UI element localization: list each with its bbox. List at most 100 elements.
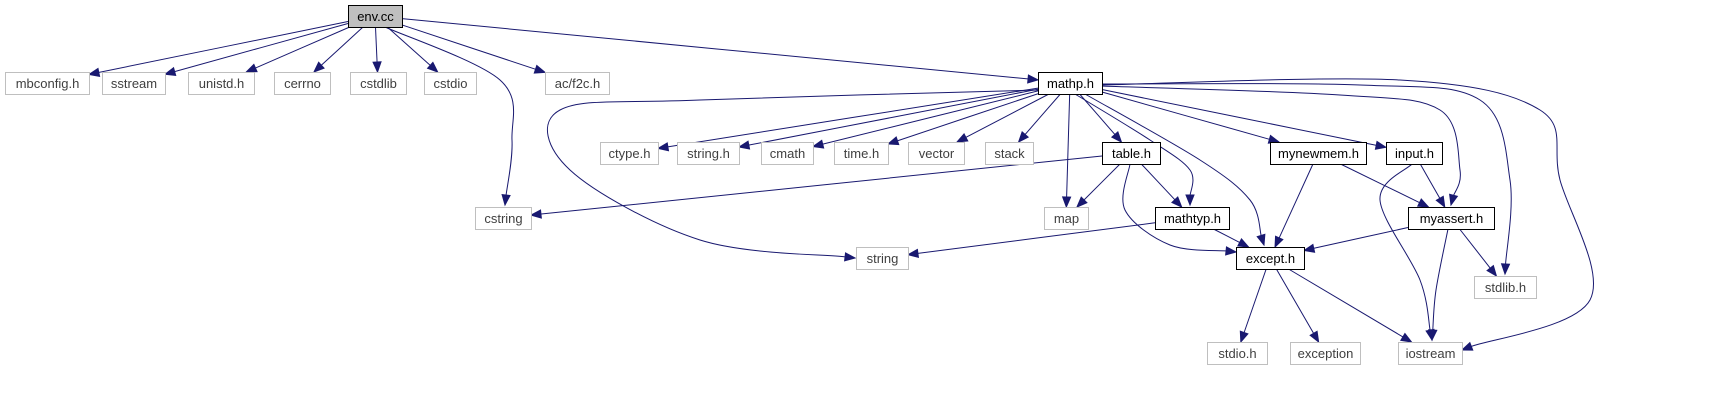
edge-env_cc-to-mbconfig_h [87, 21, 349, 77]
node-string: string [856, 247, 909, 270]
edge-line [1101, 91, 1271, 141]
node-box [856, 247, 909, 270]
node-label: stdio.h [1218, 346, 1256, 361]
edge-mathtyp_h-to-string [906, 222, 1156, 259]
edge-mynewmem_h-to-except_h [1274, 163, 1314, 249]
node-input-h[interactable]: input.h [1386, 142, 1443, 165]
node-box [102, 72, 166, 95]
node-unistd-h: unistd.h [188, 72, 255, 95]
node-ac-f2c-h: ac/f2c.h [545, 72, 610, 95]
node-label: stack [994, 146, 1025, 161]
edge-line [97, 21, 349, 74]
arrowhead-icon [1428, 329, 1438, 342]
node-label: cerrno [284, 76, 321, 91]
node-box [1038, 72, 1103, 95]
node-label: string [867, 251, 899, 266]
edge-line [320, 26, 364, 67]
node-box [985, 142, 1034, 165]
node-ctype-h: ctype.h [600, 142, 659, 165]
node-box [188, 72, 255, 95]
node-box [908, 142, 965, 165]
node-mathtyp-h[interactable]: mathtyp.h [1155, 207, 1230, 230]
node-label: string.h [687, 146, 730, 161]
edge-mathp_h-to-myassert_h [1099, 85, 1461, 207]
edge-table_h-to-cstring [529, 155, 1103, 219]
node-label: except.h [1246, 251, 1295, 266]
edge-line [539, 155, 1103, 215]
arrowhead-icon [811, 139, 825, 149]
arrowhead-icon [1017, 130, 1030, 144]
edge-env_cc-to-mathp_h [401, 18, 1040, 84]
edge-env_cc-to-ac_f2c_h [401, 24, 547, 74]
node-cstring: cstring [475, 207, 532, 230]
node-box [600, 142, 659, 165]
node-mathp-h[interactable]: mathp.h [1038, 72, 1103, 95]
node-box [1474, 276, 1537, 299]
edge-line [1243, 268, 1267, 334]
node-myassert-h[interactable]: myassert.h [1408, 207, 1495, 230]
node-env-cc[interactable]: env.cc [348, 5, 403, 28]
edge-mathp_h-to-mathtyp_h [1074, 93, 1195, 207]
edge-table_h-to-map [1076, 163, 1121, 208]
node-box [1044, 207, 1089, 230]
edge-line [1432, 228, 1449, 332]
node-box [424, 72, 477, 95]
edge-myassert_h-to-stdlib_h [1459, 228, 1498, 278]
arrowhead-icon [955, 132, 969, 143]
node-box [350, 72, 407, 95]
node-box [475, 207, 532, 230]
node-label: table.h [1112, 146, 1151, 161]
node-map: map [1044, 207, 1089, 230]
edge-line [1099, 78, 1595, 348]
node-label: input.h [1395, 146, 1434, 161]
node-label: sstream [111, 76, 157, 91]
node-table-h[interactable]: table.h [1102, 142, 1161, 165]
node-label: cstdio [434, 76, 468, 91]
arrowhead-icon [529, 209, 542, 219]
arrowhead-icon [1239, 330, 1249, 344]
arrowhead-icon [1435, 195, 1446, 209]
node-label: time.h [844, 146, 879, 161]
node-box [1207, 342, 1268, 365]
edge-mathp_h-to-string [546, 89, 1041, 262]
edge-line [1024, 93, 1061, 136]
node-label: cstdlib [360, 76, 397, 91]
edge-line [1312, 227, 1409, 250]
arrowhead-icon [1400, 332, 1413, 343]
arrowhead-icon [1302, 243, 1316, 253]
arrowhead-icon [533, 64, 547, 74]
node-label: ac/f2c.h [555, 76, 601, 91]
edges-layer [87, 18, 1595, 351]
node-box [274, 72, 331, 95]
arrowhead-icon [1500, 263, 1511, 276]
arrowhead-icon [886, 136, 900, 146]
edge-line [1459, 228, 1492, 270]
arrowhead-icon [1061, 196, 1072, 209]
node-label: exception [1298, 346, 1354, 361]
edge-input_h-to-myassert_h [1419, 163, 1446, 209]
edge-line [546, 89, 1041, 258]
edge-line [1101, 89, 1378, 146]
edge-env_cc-to-unistd_h [245, 26, 350, 73]
node-sstream: sstream [102, 72, 166, 95]
edge-mathp_h-to-stdlib_h [1099, 83, 1512, 276]
arrowhead-icon [501, 194, 511, 207]
edge-line [401, 24, 537, 71]
node-exception: exception [1290, 342, 1361, 365]
node-box [5, 72, 90, 95]
arrowhead-icon [1374, 140, 1388, 150]
edge-mathp_h-to-cmath [811, 90, 1039, 149]
node-label: mathtyp.h [1164, 211, 1221, 226]
node-mynewmem-h[interactable]: mynewmem.h [1270, 142, 1367, 165]
node-label: unistd.h [199, 76, 245, 91]
node-cerrno: cerrno [274, 72, 331, 95]
node-except-h[interactable]: except.h [1236, 247, 1305, 270]
node-box [545, 72, 610, 95]
node-label: stdlib.h [1485, 280, 1526, 295]
edge-line [1084, 93, 1262, 237]
edge-mathtyp_h-to-except_h [1213, 228, 1250, 248]
edge-line [1278, 163, 1314, 240]
edge-line [1419, 163, 1441, 200]
edge-line [1340, 163, 1421, 204]
